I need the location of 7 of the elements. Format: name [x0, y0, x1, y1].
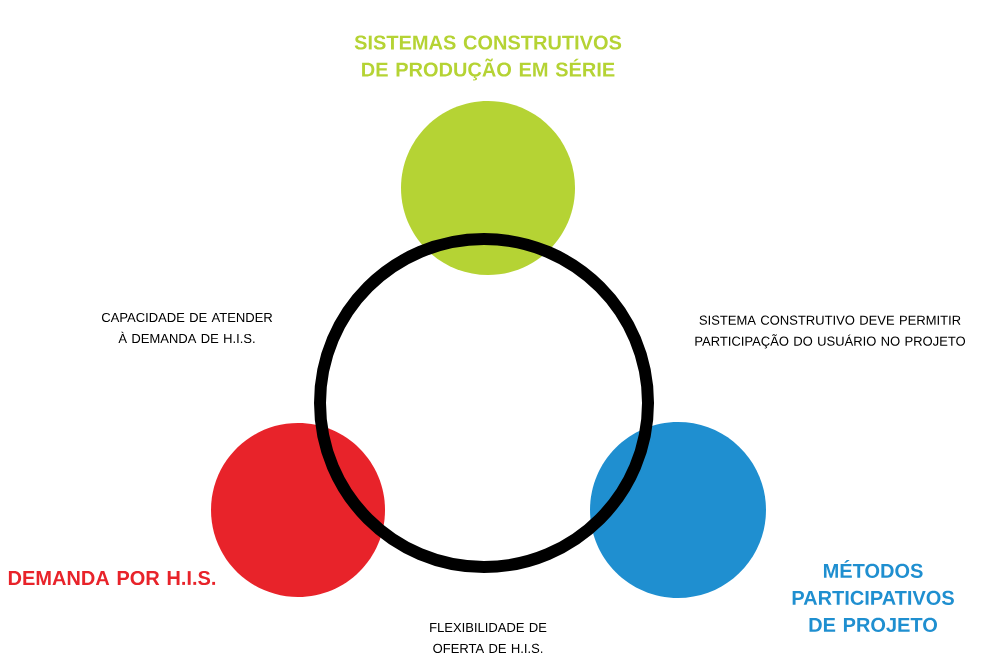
note-text: CAPACIDADE DE ATENDER À DEMANDA DE H.I.S.: [101, 312, 273, 344]
note-text: FLEXIBILIDADE DE OFERTA DE H.I.S.: [430, 622, 547, 654]
ring: [314, 233, 654, 573]
circle-heading: MÉTODOS PARTICIPATIVOS DE PROJETO: [792, 560, 954, 632]
circle-heading: DEMANDA POR H.I.S.: [8, 570, 216, 586]
note-text: SISTEMA CONSTRUTIVO DEVE PERMITIR PARTICIPAÇÃO DO USUÁRIO NO PROJETO: [695, 315, 966, 349]
circle-heading: SISTEMAS CONSTRUTIVOS DE PRODUÇÃO EM SÉRIE: [354, 35, 622, 81]
